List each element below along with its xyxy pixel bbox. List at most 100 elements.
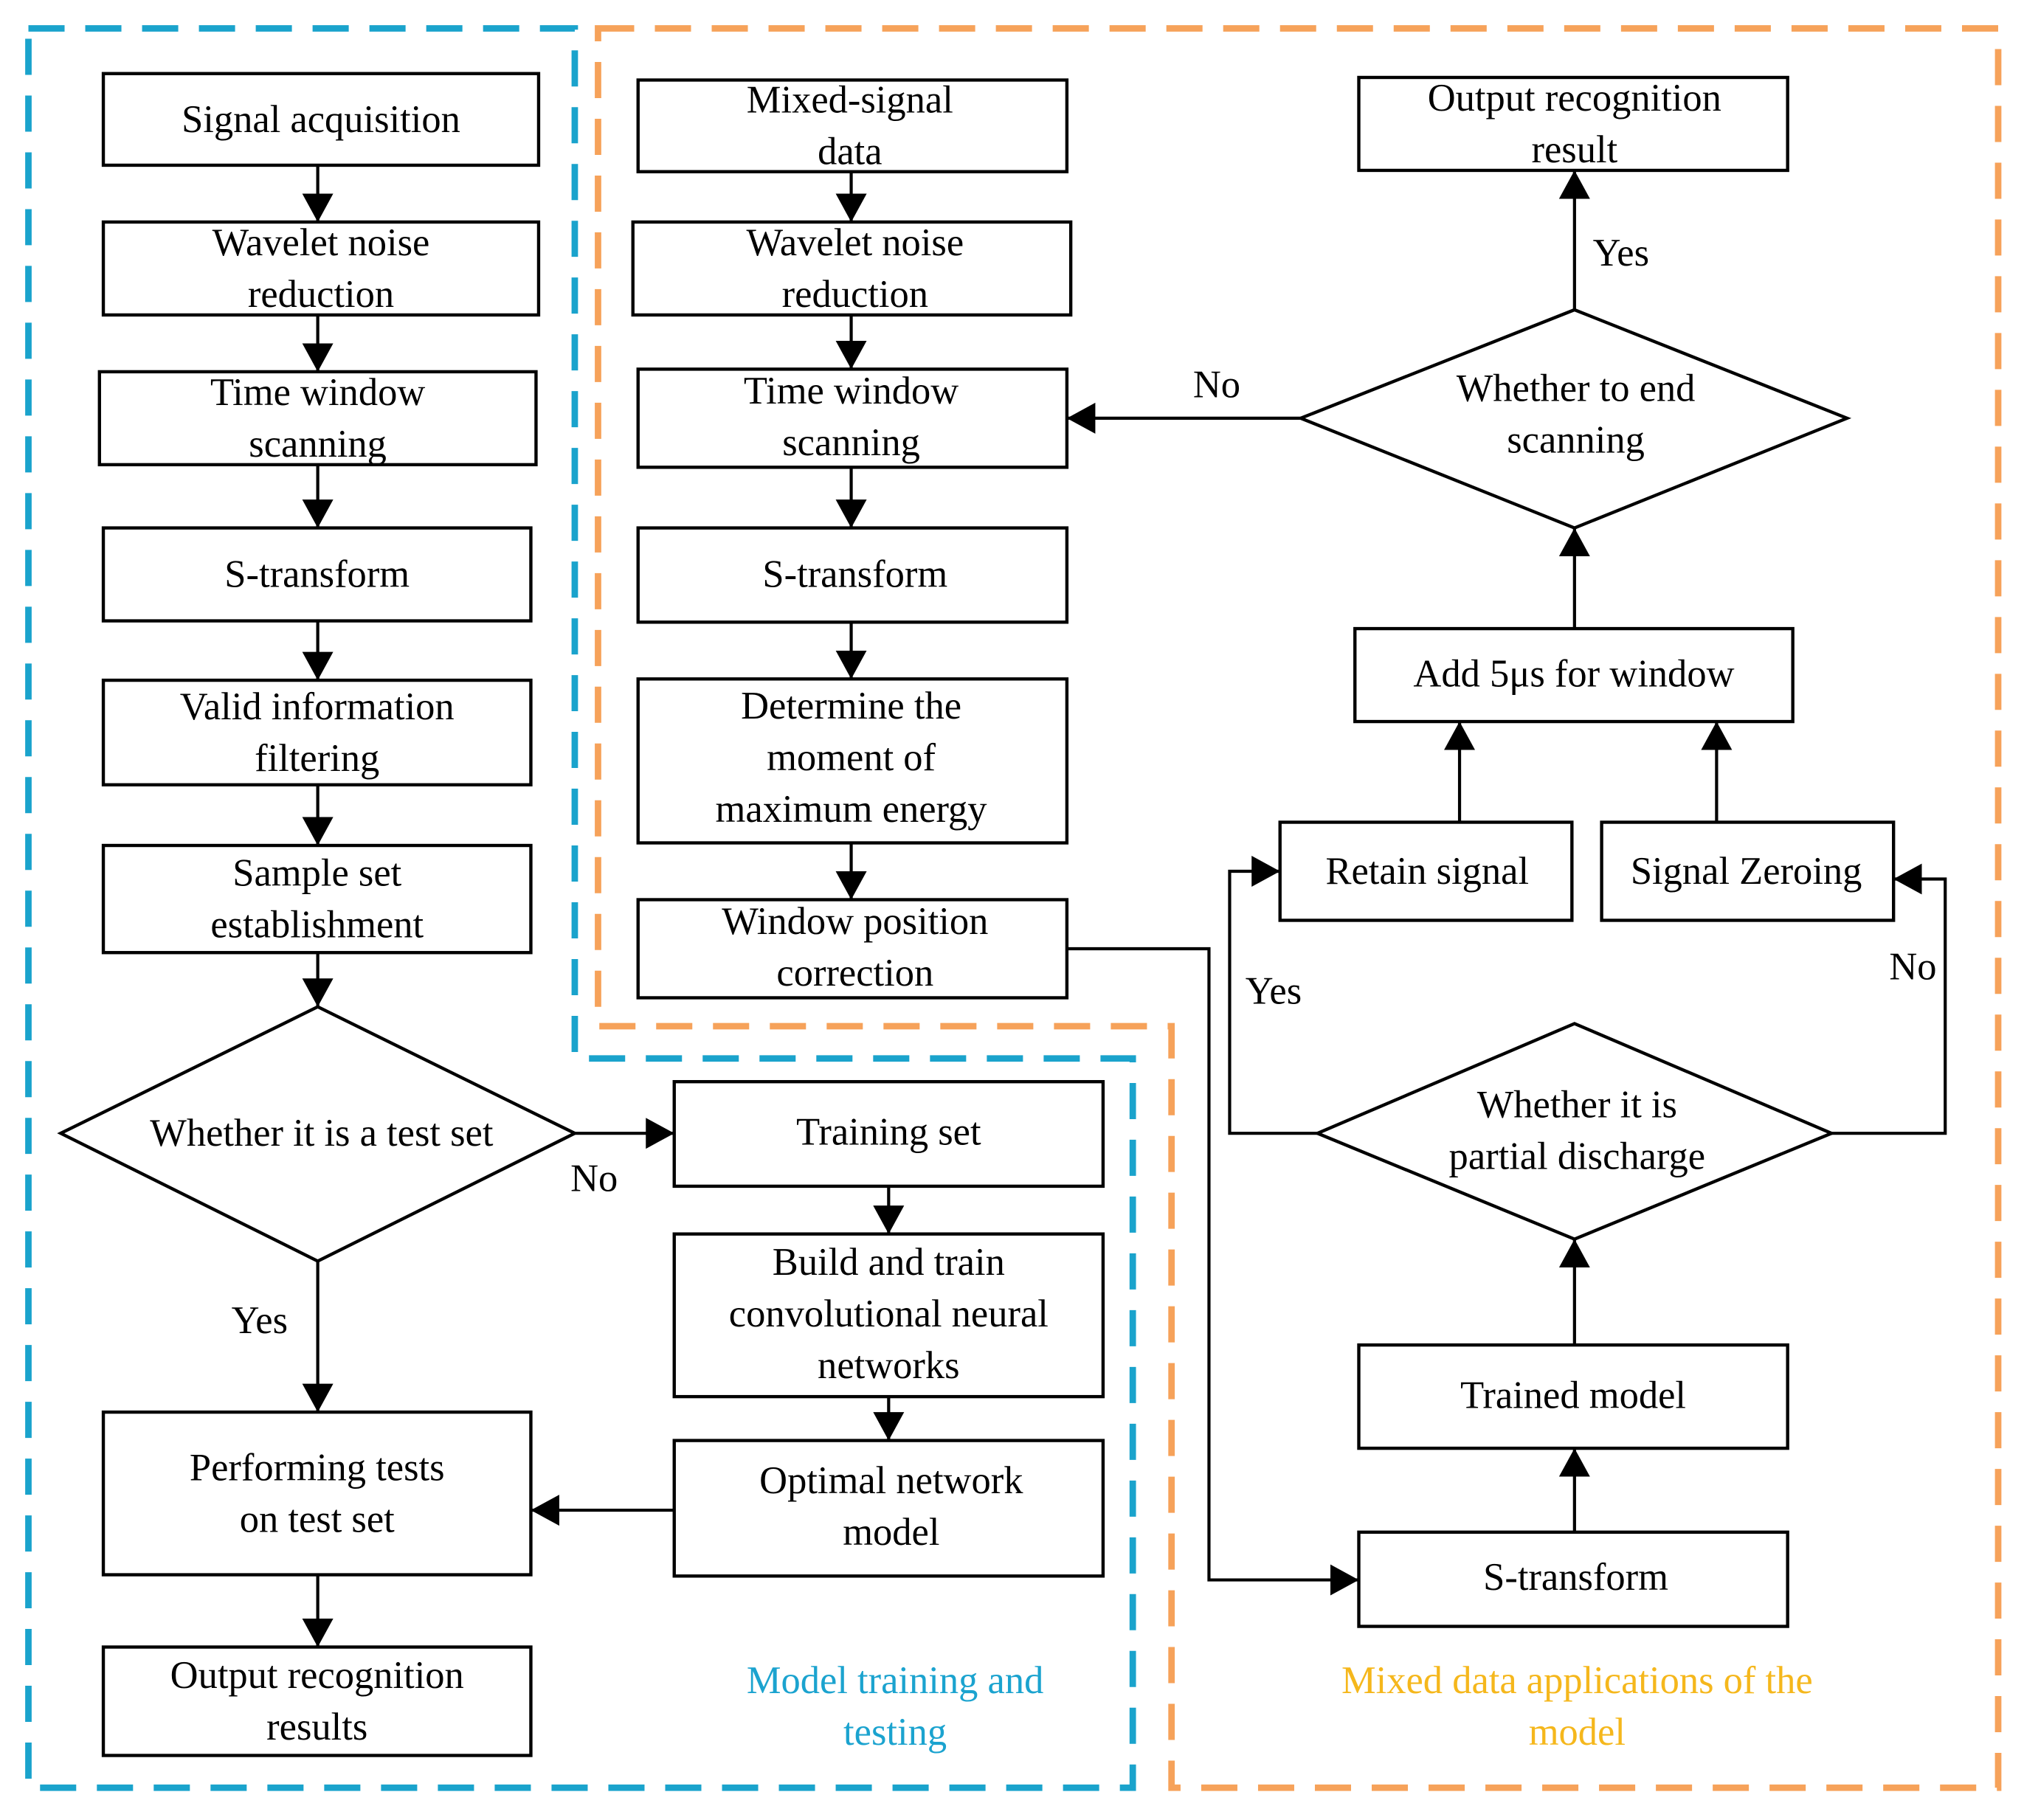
signal-zeroing-label: Signal Zeroing (1631, 850, 1862, 893)
end-scanning-decision-node: Whether to end scanning (1296, 308, 1852, 530)
valid-information-filtering-label-line2: filtering (255, 737, 379, 780)
partial-discharge-decision-diamond (1313, 1022, 1836, 1242)
performing-tests-box (101, 1410, 533, 1577)
performing-tests-node: Performing tests on test set (101, 1410, 533, 1577)
test-set-decision-node: Whether it is a test set (57, 1005, 578, 1263)
app-time-window-scanning-label-line1: Time window (744, 370, 959, 412)
trained-model-node: Trained model (1357, 1343, 1789, 1450)
app-s-transform-label: S-transform (762, 553, 947, 596)
time-window-scanning-node: Time window scanning (97, 370, 538, 467)
sample-set-establishment-node: Sample set establishment (101, 843, 533, 955)
app-wavelet-noise-reduction-node: Wavelet noise reduction (631, 220, 1073, 317)
max-energy-moment-label-line2: moment of (767, 736, 936, 779)
output-recognition-results-label-line2: results (266, 1706, 367, 1748)
max-energy-moment-node: Determine the moment of maximum energy (636, 677, 1069, 845)
end-scanning-decision-label-line1: Whether to end (1457, 367, 1696, 410)
window-position-correction-label-line2: correction (776, 952, 933, 994)
app-time-window-scanning-node: Time window scanning (636, 367, 1069, 469)
build-and-train-cnn-node: Build and train convolutional neural net… (672, 1232, 1105, 1399)
optimal-network-model-box (672, 1439, 1105, 1578)
output-recognition-results-box (101, 1645, 533, 1757)
app-time-window-scanning-label-line2: scanning (782, 421, 920, 464)
wavelet-noise-reduction-box (101, 220, 541, 317)
signal-acquisition-label: Signal acquisition (182, 98, 460, 141)
retain-signal-node: Retain signal (1278, 820, 1574, 922)
training-region-border (25, 25, 1136, 1791)
mixed-signal-data-box (636, 78, 1069, 173)
sample-set-establishment-label-line1: Sample set (232, 852, 401, 895)
partial-discharge-decision-node: Whether it is partial discharge (1313, 1022, 1836, 1242)
end-scanning-yes-label: Yes (1593, 232, 1649, 274)
s-transform-second-label: S-transform (1483, 1556, 1668, 1599)
signal-acquisition-box (101, 72, 541, 167)
wavelet-noise-reduction-label-line2: reduction (248, 273, 394, 316)
application-region-border (595, 25, 2002, 1791)
build-and-train-cnn-label-line2: convolutional neural (729, 1293, 1049, 1335)
sample-set-establishment-label-line2: establishment (210, 904, 424, 947)
signal-zeroing-node: Signal Zeroing (1600, 820, 1896, 922)
s-transform-node: S-transform (101, 526, 533, 623)
app-s-transform-node: S-transform (636, 526, 1069, 624)
valid-information-filtering-node: Valid information filtering (101, 678, 533, 786)
training-region-label-line1: Model training and (747, 1659, 1044, 1702)
s-transform-label: S-transform (224, 553, 410, 596)
s-transform-second-box (1357, 1530, 1789, 1628)
signal-zeroing-box (1600, 820, 1896, 922)
partial-discharge-yes-label: Yes (1246, 970, 1302, 1013)
app-s-transform-box (636, 526, 1069, 624)
max-energy-moment-box (636, 677, 1069, 845)
window-position-correction-label-line1: Window position (722, 900, 988, 943)
max-energy-moment-label-line1: Determine the (741, 685, 961, 727)
mixed-signal-data-label-line2: data (818, 131, 882, 173)
add-window-step-box (1353, 626, 1795, 724)
app-wavelet-noise-reduction-label-line1: Wavelet noise (746, 221, 964, 264)
arrow-correction-to-s-transform-second (1066, 947, 1359, 1596)
s-transform-box (101, 526, 533, 623)
sample-set-establishment-box (101, 843, 533, 955)
optimal-network-model-node: Optimal network model (672, 1439, 1105, 1578)
end-scanning-decision-label-line2: scanning (1507, 419, 1645, 462)
mixed-signal-data-label-line1: Mixed-signal (747, 79, 953, 122)
output-recognition-result-label-line1: Output recognition (1428, 77, 1721, 120)
partial-discharge-no-label: No (1889, 945, 1936, 988)
optimal-network-model-label-line1: Optimal network (759, 1459, 1023, 1502)
mixed-signal-data-node: Mixed-signal data (636, 78, 1069, 173)
build-and-train-cnn-box (672, 1232, 1105, 1399)
test-set-decision-yes-label: Yes (232, 1299, 288, 1342)
valid-information-filtering-label-line1: Valid information (180, 685, 455, 728)
app-wavelet-noise-reduction-box (631, 220, 1073, 317)
time-window-scanning-label-line1: Time window (210, 371, 425, 414)
app-wavelet-noise-reduction-label-line2: reduction (782, 273, 928, 316)
end-scanning-no-label: No (1193, 363, 1240, 406)
training-set-node: Training set (672, 1080, 1105, 1188)
partial-discharge-decision-label-line1: Whether it is (1477, 1084, 1677, 1127)
application-region-label-line2: model (1529, 1711, 1626, 1754)
retain-signal-box (1278, 820, 1574, 922)
output-recognition-results-node: Output recognition results (101, 1645, 533, 1757)
time-window-scanning-label-line2: scanning (249, 423, 387, 466)
max-energy-moment-label-line3: maximum energy (716, 788, 988, 831)
output-recognition-results-label-line1: Output recognition (170, 1654, 464, 1697)
wavelet-noise-reduction-label-line1: Wavelet noise (213, 221, 430, 264)
partial-discharge-decision-label-line2: partial discharge (1449, 1135, 1706, 1178)
arrow-discharge-yes-to-retain (1228, 856, 1318, 1135)
output-recognition-result-box (1357, 75, 1789, 173)
optimal-network-model-label-line2: model (843, 1511, 939, 1554)
performing-tests-label-line2: on test set (240, 1498, 395, 1540)
trained-model-label: Trained model (1460, 1374, 1686, 1416)
build-and-train-cnn-label-line3: networks (818, 1344, 960, 1387)
training-set-label: Training set (796, 1110, 981, 1153)
output-recognition-result-label-line2: result (1531, 128, 1617, 171)
test-set-decision-no-label: No (570, 1157, 618, 1200)
trained-model-box (1357, 1343, 1789, 1450)
build-and-train-cnn-label-line1: Build and train (773, 1241, 1005, 1284)
arrow-discharge-no-to-zeroing (1831, 863, 1947, 1135)
add-window-step-label: Add 5μs for window (1413, 652, 1734, 695)
retain-signal-label: Retain signal (1325, 850, 1529, 893)
test-set-decision-label: Whether it is a test set (150, 1112, 494, 1155)
training-region-label-line2: testing (843, 1711, 947, 1754)
performing-tests-label-line1: Performing tests (190, 1446, 445, 1489)
s-transform-second-node: S-transform (1357, 1530, 1789, 1628)
window-position-correction-node: Window position correction (636, 898, 1069, 1000)
